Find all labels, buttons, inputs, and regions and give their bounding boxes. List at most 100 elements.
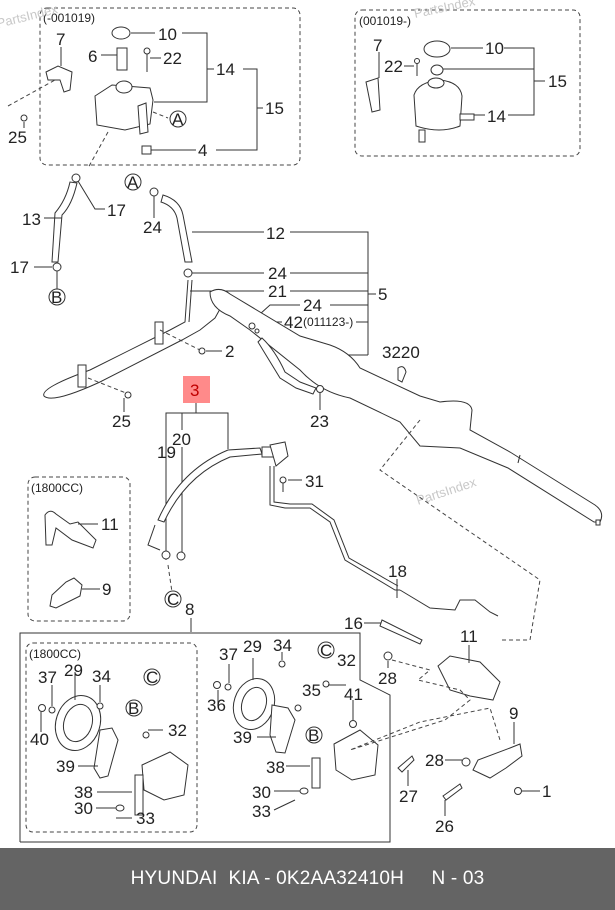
bolt-part[interactable] xyxy=(279,476,287,484)
part-label-23[interactable]: 23 xyxy=(310,412,329,431)
nut-part[interactable] xyxy=(349,720,357,728)
steering-gear-part[interactable] xyxy=(209,288,603,523)
bracket-part[interactable] xyxy=(365,77,381,113)
bracket-part[interactable] xyxy=(269,704,296,754)
part-label-36[interactable]: 36 xyxy=(207,696,226,715)
part-label-17[interactable]: 17 xyxy=(107,201,126,220)
bolt-part[interactable] xyxy=(397,755,415,773)
part-label-39[interactable]: 39 xyxy=(233,728,252,747)
ref-circle-a[interactable] xyxy=(124,173,142,191)
part-label-19[interactable]: 19 xyxy=(157,443,176,462)
nut-part[interactable] xyxy=(213,681,221,689)
part-label-3220[interactable]: 3220 xyxy=(382,343,420,362)
washer-part[interactable] xyxy=(224,683,232,691)
bracket-part[interactable] xyxy=(49,577,83,609)
clamp-part[interactable] xyxy=(316,385,324,393)
oring-part[interactable] xyxy=(299,787,309,795)
part-label-9[interactable]: 9 xyxy=(102,580,111,599)
part-label-28[interactable]: 28 xyxy=(425,751,444,770)
part-label-40[interactable]: 40 xyxy=(30,730,49,749)
reservoir-cap-part[interactable] xyxy=(423,40,451,58)
part-label-25[interactable]: 25 xyxy=(112,412,131,431)
part-label-21[interactable]: 21 xyxy=(268,282,287,301)
ref-circle-b[interactable] xyxy=(48,288,66,306)
fitting-part[interactable] xyxy=(322,680,330,688)
nut-part[interactable] xyxy=(176,551,186,561)
part-label-15[interactable]: 15 xyxy=(265,99,284,118)
part-label-16[interactable]: 16 xyxy=(344,614,363,633)
bracket-part[interactable] xyxy=(44,510,97,549)
bolt-part[interactable] xyxy=(96,702,104,710)
oring-part[interactable] xyxy=(248,322,256,330)
part-label-15[interactable]: 15 xyxy=(548,72,567,91)
bolt-part[interactable] xyxy=(161,550,171,560)
part-label-39[interactable]: 39 xyxy=(56,757,75,776)
part-label-11[interactable]: 11 xyxy=(460,627,478,646)
oring-part[interactable] xyxy=(254,328,260,334)
ref-circle-c[interactable] xyxy=(317,641,335,659)
screw-part[interactable] xyxy=(124,391,132,399)
inner-cap-part[interactable] xyxy=(430,64,444,76)
part-label-7[interactable]: 7 xyxy=(373,36,382,55)
part-label-13[interactable]: 13 xyxy=(22,210,41,229)
part-label-24[interactable]: 24 xyxy=(303,296,322,315)
part-label-24[interactable]: 24 xyxy=(268,264,287,283)
part-label-29[interactable]: 29 xyxy=(64,661,83,680)
nut-part[interactable] xyxy=(141,145,152,155)
filter-part[interactable] xyxy=(116,47,128,71)
ref-circle-b[interactable] xyxy=(305,726,323,744)
ref-circle-a[interactable] xyxy=(169,110,187,128)
part-label-27[interactable]: 27 xyxy=(399,787,418,806)
clamp-part[interactable] xyxy=(71,173,81,183)
mount-bracket-part[interactable] xyxy=(472,743,523,779)
part-label-9[interactable]: 9 xyxy=(509,704,518,723)
washer-part[interactable] xyxy=(461,757,471,767)
part-label-29[interactable]: 29 xyxy=(243,637,262,656)
ref-circle-c[interactable] xyxy=(143,668,161,686)
part-label-31[interactable]: 31 xyxy=(305,472,324,491)
part-label-14[interactable]: 14 xyxy=(487,107,506,126)
part-label-32[interactable]: 32 xyxy=(337,651,356,670)
part-label-34[interactable]: 34 xyxy=(273,636,292,655)
nut-part[interactable] xyxy=(38,704,46,712)
part-label-41[interactable]: 41 xyxy=(344,685,363,704)
part-label-12[interactable]: 12 xyxy=(266,224,285,243)
part-label-33[interactable]: 33 xyxy=(136,809,155,828)
part-label-18[interactable]: 18 xyxy=(388,562,407,581)
bolt-part[interactable] xyxy=(442,783,463,801)
clamp-part[interactable] xyxy=(183,268,193,278)
part-label-22[interactable]: 22 xyxy=(163,49,182,68)
reservoir-tank-part[interactable] xyxy=(413,79,463,131)
part-label-32[interactable]: 32 xyxy=(168,721,187,740)
oring-part[interactable] xyxy=(115,804,125,812)
part-label-33[interactable]: 33 xyxy=(252,802,271,821)
ref-circle-c[interactable] xyxy=(164,590,182,608)
bolt-part[interactable] xyxy=(514,787,522,795)
reservoir-cap-part[interactable] xyxy=(111,26,131,40)
hose-part[interactable] xyxy=(160,194,193,263)
bracket-part[interactable] xyxy=(93,727,119,779)
part-label-10[interactable]: 10 xyxy=(485,39,504,58)
part-label-3-highlighted[interactable]: 3 xyxy=(190,381,199,400)
washer-part[interactable] xyxy=(383,651,393,661)
clamp-part[interactable] xyxy=(149,187,159,197)
ref-circle-b[interactable] xyxy=(125,699,143,717)
part-label-28[interactable]: 28 xyxy=(378,669,397,688)
part-label-34[interactable]: 34 xyxy=(92,667,111,686)
part-label-42[interactable]: 42 xyxy=(284,313,303,332)
part-label-22[interactable]: 22 xyxy=(384,57,403,76)
part-label-30[interactable]: 30 xyxy=(74,799,93,818)
pump-part[interactable] xyxy=(141,751,189,801)
pressure-hose-part[interactable] xyxy=(157,447,263,523)
hose-part[interactable] xyxy=(257,337,317,395)
part-label-4[interactable]: 4 xyxy=(198,141,207,160)
mount-bracket-part[interactable] xyxy=(437,655,501,701)
bolt-part[interactable] xyxy=(278,660,286,668)
part-label-35[interactable]: 35 xyxy=(302,681,321,700)
part-label-11[interactable]: 11 xyxy=(101,515,119,534)
part-label-20[interactable]: 20 xyxy=(172,430,191,449)
part-label-1[interactable]: 1 xyxy=(542,782,551,801)
part-label-6[interactable]: 6 xyxy=(88,47,97,66)
part-label-38[interactable]: 38 xyxy=(266,758,285,777)
part-label-17[interactable]: 17 xyxy=(10,258,29,277)
